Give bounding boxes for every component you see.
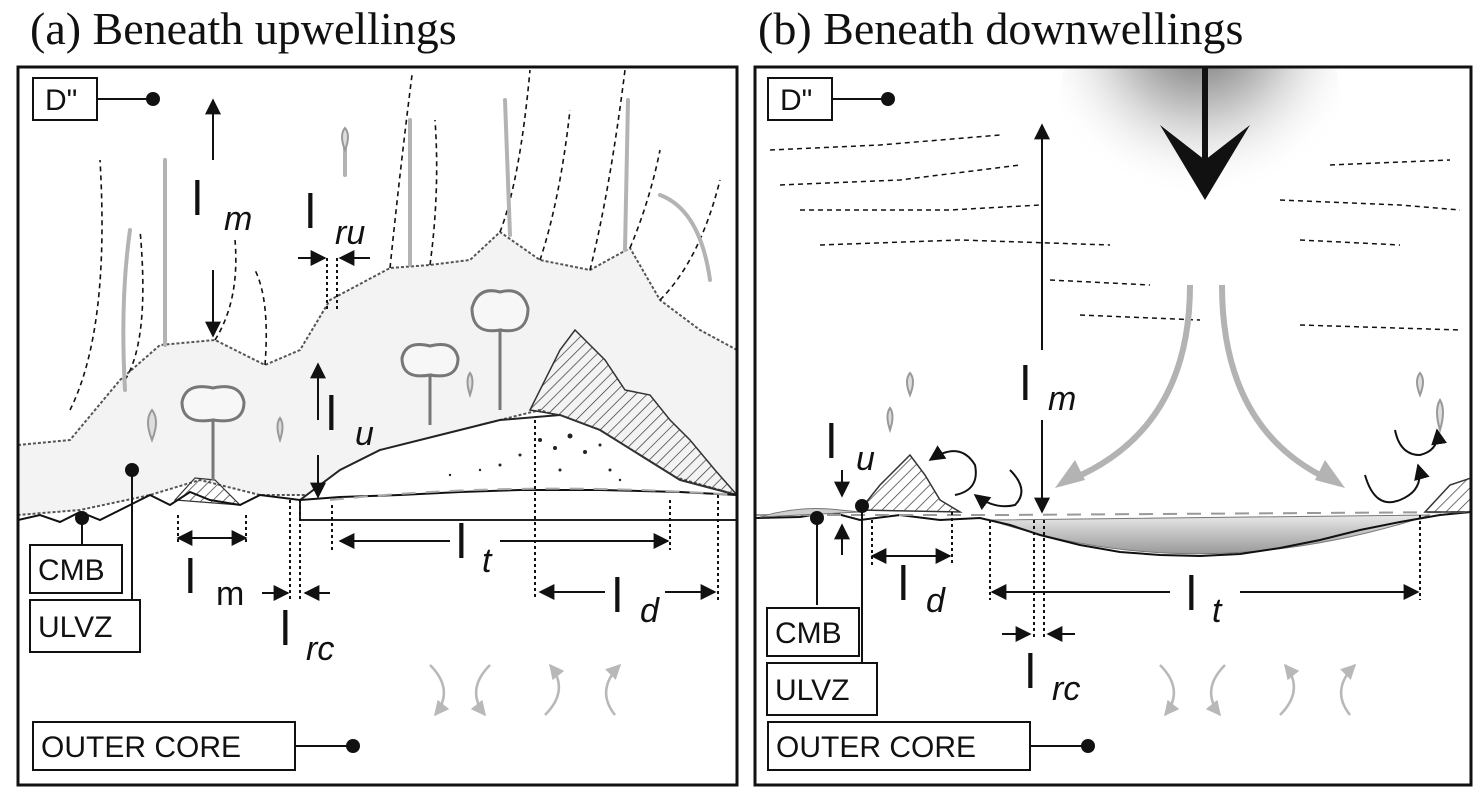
symbol-ld-b: l d bbox=[898, 558, 946, 620]
ulvz-hatched-b bbox=[858, 453, 963, 513]
svg-text:l: l bbox=[192, 173, 203, 226]
svg-text:l: l bbox=[898, 558, 909, 611]
label-outer-core-a: OUTER CORE bbox=[32, 721, 360, 771]
symbol-lrc-a: l rc bbox=[280, 603, 334, 668]
svg-text:u: u bbox=[355, 415, 374, 453]
svg-text:D": D" bbox=[45, 84, 77, 117]
label-dpp-a: D" bbox=[32, 77, 160, 121]
svg-text:rc: rc bbox=[1052, 670, 1080, 708]
flow-arrows-b bbox=[1068, 284, 1332, 483]
symbol-lu-b: l u bbox=[826, 416, 875, 478]
svg-text:l: l bbox=[326, 388, 337, 441]
svg-text:m: m bbox=[1048, 380, 1076, 418]
svg-text:OUTER CORE: OUTER CORE bbox=[776, 731, 976, 764]
svg-text:CMB: CMB bbox=[38, 554, 105, 587]
svg-text:CMB: CMB bbox=[775, 617, 842, 650]
core-convection-a bbox=[429, 663, 622, 717]
svg-text:OUTER CORE: OUTER CORE bbox=[41, 731, 241, 764]
panel-b: D" CMB ULVZ OUTER CORE bbox=[753, 65, 1473, 787]
label-cmb-b: CMB bbox=[766, 511, 860, 657]
svg-text:d: d bbox=[640, 592, 660, 630]
cmb-depression-b bbox=[989, 514, 1431, 555]
hatched-ridge-a bbox=[528, 328, 737, 496]
label-ulvz-b: ULVZ bbox=[766, 499, 878, 716]
panel-b-frame bbox=[753, 65, 1473, 787]
svg-text:l: l bbox=[826, 416, 837, 469]
symbol-lm-top-a: l m bbox=[192, 173, 252, 238]
label-dpp-b: D" bbox=[767, 77, 895, 121]
downwelling-arrow bbox=[1160, 125, 1250, 200]
droplets-b bbox=[886, 371, 1444, 434]
dimension-arrows-a bbox=[176, 98, 719, 601]
svg-text:l: l bbox=[305, 186, 316, 239]
eddy-arrows-b bbox=[928, 428, 1448, 511]
symbol-lt-b: l t bbox=[1186, 568, 1223, 630]
panel-a-frame bbox=[16, 65, 739, 787]
symbol-ld-a: l d bbox=[612, 570, 660, 630]
svg-text:ULVZ: ULVZ bbox=[38, 611, 112, 644]
core-convection-b bbox=[1159, 663, 1357, 717]
symbol-lm-b: l m bbox=[1020, 358, 1076, 418]
dimension-arrows-b bbox=[834, 123, 1421, 642]
svg-text:l: l bbox=[1186, 568, 1197, 621]
svg-text:l: l bbox=[456, 516, 467, 569]
svg-text:t: t bbox=[1212, 592, 1223, 630]
svg-text:u: u bbox=[856, 440, 875, 478]
panel-a: D" CMB ULVZ OUTER CORE bbox=[16, 65, 739, 787]
svg-text:l: l bbox=[1020, 358, 1031, 411]
svg-text:ru: ru bbox=[335, 214, 365, 252]
layering-dashes-b bbox=[769, 134, 1461, 331]
label-outer-core-b: OUTER CORE bbox=[767, 721, 1095, 771]
thermochemical-pile-a bbox=[18, 230, 737, 517]
hatched-bump-a bbox=[173, 477, 242, 506]
svg-text:d: d bbox=[926, 582, 946, 620]
svg-text:l: l bbox=[185, 551, 196, 604]
svg-text:rc: rc bbox=[306, 630, 334, 668]
svg-text:l: l bbox=[1025, 646, 1036, 699]
symbol-lrc-b: l rc bbox=[1025, 646, 1080, 708]
plume-outlines-a bbox=[69, 69, 721, 411]
svg-text:D": D" bbox=[780, 84, 812, 117]
panel-b-title: (b) Beneath downwellings bbox=[758, 3, 1244, 54]
symbol-lru-a: l ru bbox=[305, 186, 365, 252]
symbol-lm-bottom-a: l m bbox=[185, 551, 244, 613]
mushroom-plumes-a bbox=[180, 289, 530, 480]
svg-text:l: l bbox=[612, 570, 623, 623]
svg-text:l: l bbox=[280, 603, 291, 656]
svg-text:m: m bbox=[216, 575, 244, 613]
droplets-a bbox=[147, 126, 474, 444]
label-cmb-a: CMB bbox=[29, 511, 123, 594]
svg-text:t: t bbox=[482, 542, 493, 580]
ulvz-hatched-right-b bbox=[1423, 477, 1471, 513]
symbol-lt-a: l t bbox=[456, 516, 493, 580]
svg-text:ULVZ: ULVZ bbox=[775, 674, 849, 707]
stipple-dots-a bbox=[448, 433, 622, 482]
symbol-lu-a: l u bbox=[326, 388, 374, 453]
svg-text:m: m bbox=[224, 200, 252, 238]
label-ulvz-a: ULVZ bbox=[29, 463, 141, 653]
cmb-line-b bbox=[755, 510, 1471, 558]
downwelling-glow bbox=[1060, 67, 1340, 240]
panel-a-title: (a) Beneath upwellings bbox=[30, 3, 457, 54]
